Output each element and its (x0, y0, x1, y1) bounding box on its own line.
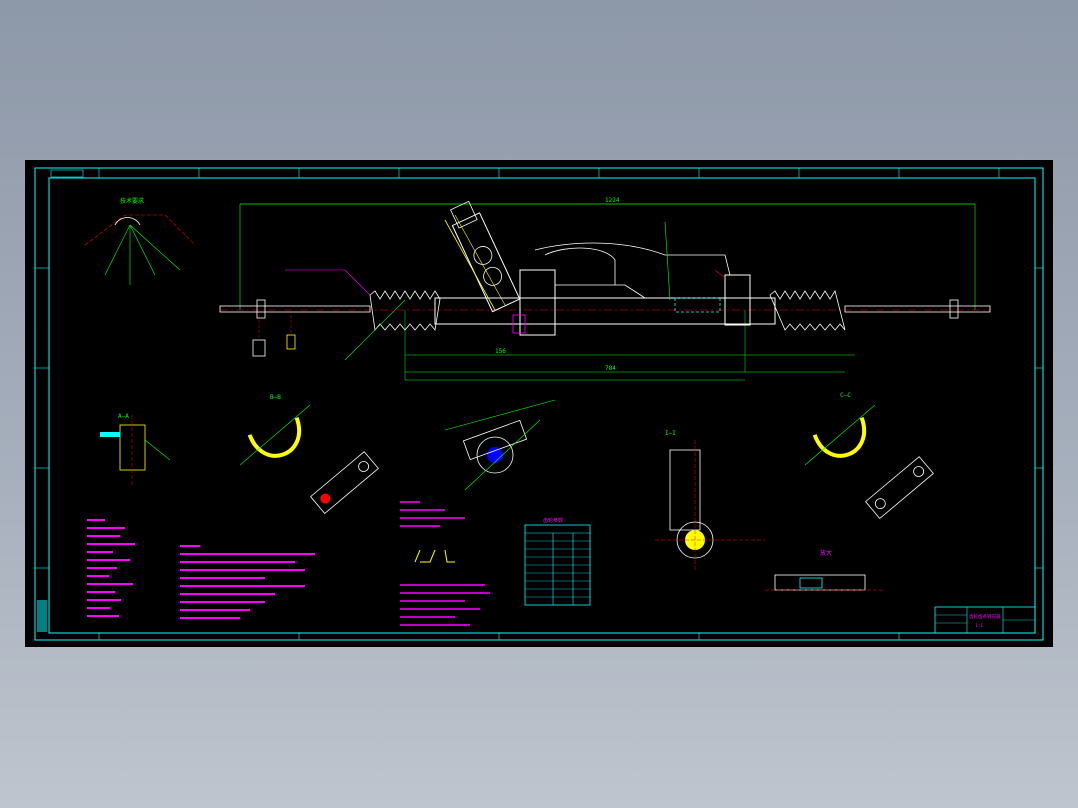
valve-cross-section (444, 399, 556, 491)
title-block-name: 齿轮齿条转向器 (969, 613, 1001, 620)
sheet-inner-frame (48, 177, 1036, 634)
notes-block-left (87, 519, 135, 617)
dim-center: 784 (605, 365, 616, 372)
parameter-table-title: 齿轮参数 (543, 517, 563, 524)
zone-markers (35, 168, 1043, 640)
section-view-i: I—I (655, 430, 765, 570)
sheet-outer-frame (34, 167, 1044, 641)
section-view-a: A—A (100, 413, 171, 485)
detail-insert-view: 放大 (765, 549, 885, 591)
cad-drawing-viewport[interactable]: 1224 156 784 技术要求 A—A B—B (25, 160, 1053, 647)
notes-block-center (180, 545, 315, 619)
parameter-table: 齿轮参数 (524, 517, 591, 606)
section-i-label: I—I (665, 430, 676, 437)
title-block: 齿轮齿条转向器 1:1 (934, 606, 1036, 634)
detail-label: 放大 (820, 549, 832, 557)
left-strip (37, 600, 47, 632)
detail-fan-view: 技术要求 (84, 197, 196, 285)
section-a-label: A—A (118, 413, 129, 420)
drawing-number-box (50, 169, 84, 178)
dim-stroke: 156 (495, 348, 506, 355)
section-c-label: C—C (840, 392, 851, 399)
section-b-label: B—B (270, 394, 281, 401)
dim-overall: 1224 (605, 197, 620, 204)
main-assembly-view: 1224 156 784 (219, 197, 991, 381)
fan-view-label: 技术要求 (120, 197, 144, 205)
cad-drawing-canvas: 1224 156 784 技术要求 A—A B—B (34, 167, 1044, 641)
clip-detail (414, 549, 455, 563)
section-view-c: C—C (804, 392, 934, 520)
title-block-scale: 1:1 (975, 623, 983, 629)
notes-block-mid (400, 501, 490, 626)
section-view-b: B—B (239, 394, 379, 515)
